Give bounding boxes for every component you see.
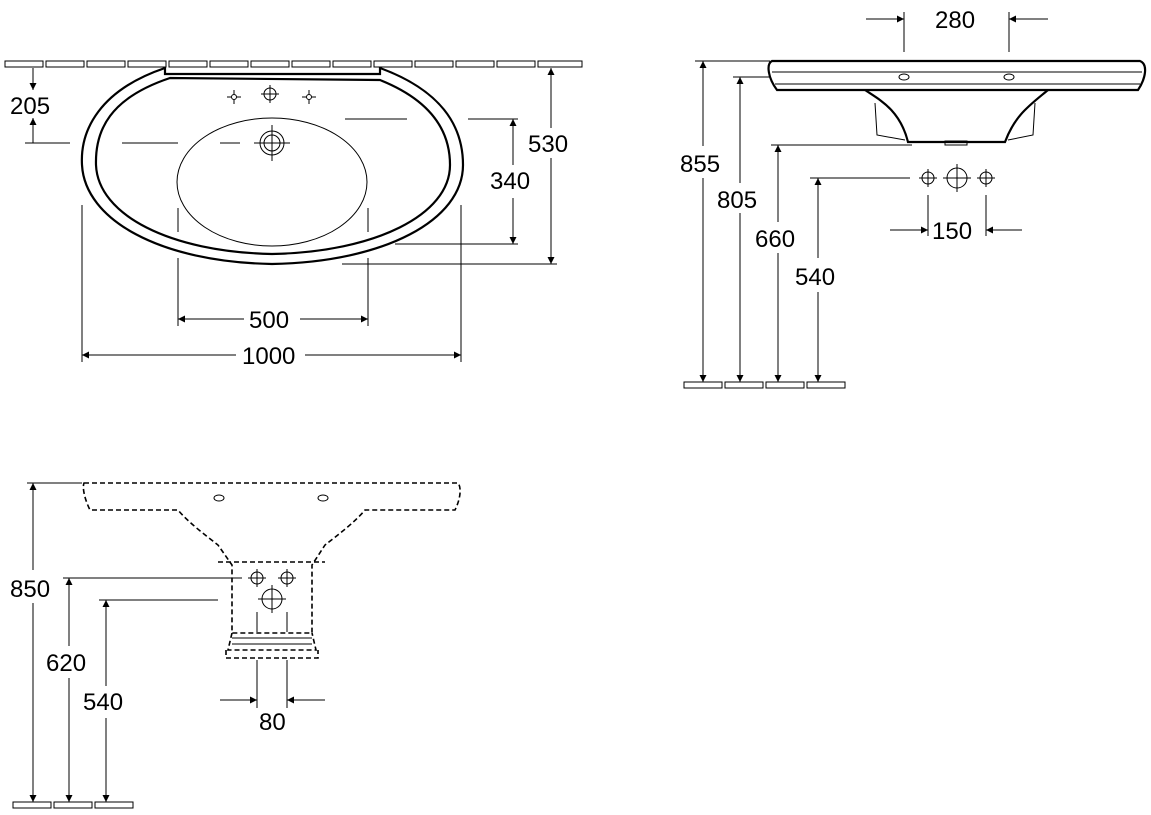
basin-front-outline: [82, 482, 461, 634]
side-view: 280 855 805 660: [680, 7, 1147, 389]
floor-line-front: [12, 801, 134, 809]
dim-205-label: 205: [10, 93, 50, 120]
water-connection-right-icon: [976, 168, 996, 188]
dim-280-label: 280: [935, 7, 975, 34]
dim-540-front-label: 540: [83, 689, 123, 716]
center-lines: [122, 118, 407, 232]
front-view: 850 620 540 80: [10, 482, 461, 809]
water-connection-left-icon: [918, 168, 938, 188]
tap-hole-right-icon: [301, 89, 317, 105]
top-view: 205 340 530 500 1000: [4, 60, 583, 370]
tap-hole-left-icon: [226, 89, 242, 105]
dim-660-label: 660: [755, 226, 795, 253]
dim-540-side-label: 540: [795, 264, 835, 291]
dim-620-label: 620: [46, 650, 86, 677]
dim-80-label: 80: [259, 709, 286, 736]
dim-530-label: 530: [528, 131, 568, 158]
dim-1000-label: 1000: [242, 343, 295, 370]
front-waste-icon: [258, 585, 286, 613]
basin-side-bowl: [864, 89, 1049, 144]
dim-855-label: 855: [680, 151, 720, 178]
basin-inner-outline: [94, 76, 452, 256]
tap-hole-center-icon: [260, 84, 280, 104]
dim-340-label: 340: [490, 168, 530, 195]
dim-850-label: 850: [10, 576, 50, 603]
front-water-right-icon: [277, 568, 297, 588]
dim-805-label: 805: [717, 187, 757, 214]
basin-bowl: [176, 117, 368, 247]
drain-hole: [254, 125, 290, 161]
waste-connection-icon: [943, 164, 971, 192]
dim-500-label: 500: [249, 307, 289, 334]
dim-150-label: 150: [932, 218, 972, 245]
basin-side-profile: [767, 59, 1147, 92]
front-water-left-icon: [247, 568, 267, 588]
wall-line-top: [4, 60, 583, 68]
basin-outer-outline: [80, 66, 465, 266]
floor-line-side: [683, 381, 846, 389]
